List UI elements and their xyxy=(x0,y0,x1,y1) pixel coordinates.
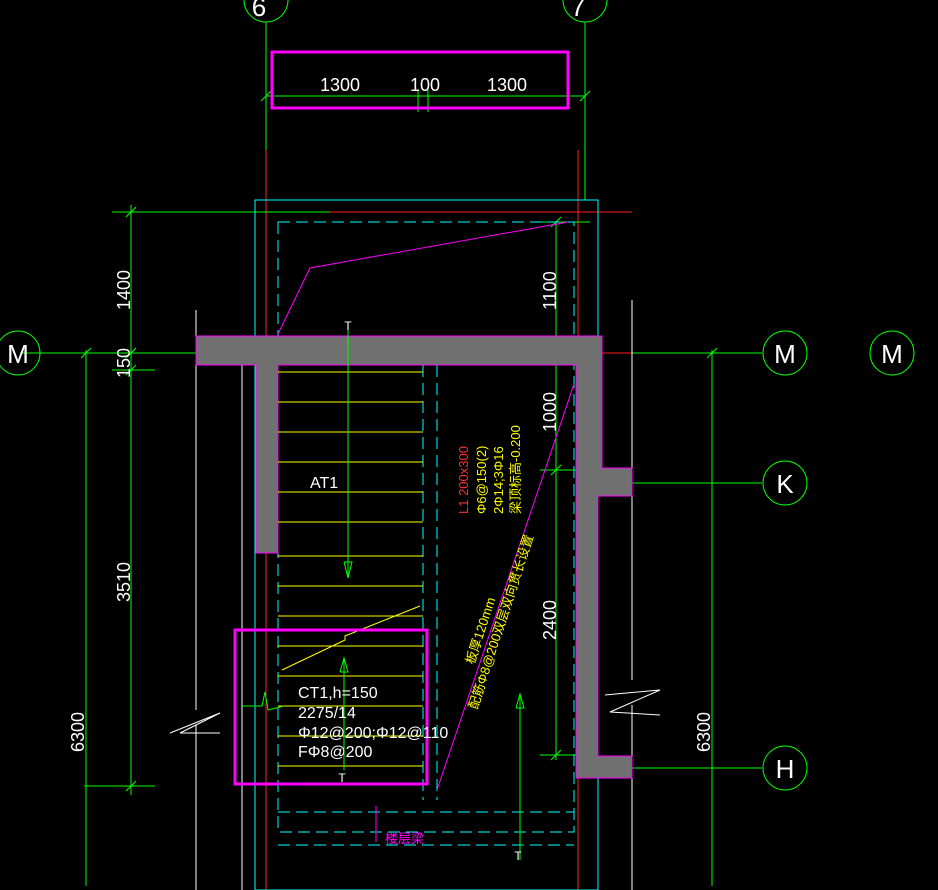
wall-outline xyxy=(195,335,633,779)
dimension-lines xyxy=(80,90,718,886)
axis-label-m-left: M xyxy=(7,339,29,369)
beam-annotation: L1 200x300 Φ6@150(2) 2Φ14;3Φ16 梁顶标高-0.20… xyxy=(456,425,523,514)
ct-spec-line3: Φ12@200;Φ12@110 xyxy=(298,725,448,742)
beam-spec-line4: 梁顶标高-0.200 xyxy=(508,425,523,514)
walls xyxy=(195,335,633,779)
stair-treads xyxy=(278,371,423,767)
beam-spec-line2: Φ6@150(2) xyxy=(474,446,489,514)
axis-bubble-m-right xyxy=(762,330,808,376)
dim-text-1400: 1400 xyxy=(114,270,134,310)
axis-label-7: 7 xyxy=(571,0,585,22)
dim-text-1000: 1000 xyxy=(540,392,560,432)
top-dimension-texts: 1300 100 1300 xyxy=(320,75,527,95)
right-dimension-texts: 1100 1000 2400 6300 xyxy=(540,271,714,752)
slab-diagonal xyxy=(436,383,575,791)
break-symbol-left xyxy=(169,712,221,734)
axis-label-m-far: M xyxy=(881,339,903,369)
left-dimension-texts: 1400 150 3510 6300 xyxy=(68,270,134,752)
stair-break-line xyxy=(281,605,421,671)
section-mark xyxy=(242,691,285,711)
axis-bubble-m-far xyxy=(869,330,915,376)
axis-bubble-k xyxy=(762,460,808,506)
axis-bubble-6 xyxy=(243,0,289,23)
stair-spec-highlight xyxy=(233,628,429,786)
up-marker-top: T xyxy=(344,319,352,333)
dim-text-1100: 1100 xyxy=(540,271,560,310)
up-marker-right: T xyxy=(514,849,522,863)
ct-spec-line4: FΦ8@200 xyxy=(298,744,372,761)
axis-label-6: 6 xyxy=(252,0,266,22)
axis-bubble-h xyxy=(762,745,808,791)
break-symbol-right xyxy=(604,689,661,716)
floor-beam-label: 楼层梁 xyxy=(385,831,424,846)
grid-extension-lines xyxy=(20,22,762,787)
beam-spec-line3: 2Φ14;3Φ16 xyxy=(491,446,506,514)
dim-text-2400: 2400 xyxy=(540,600,560,640)
axis-bubble-7 xyxy=(562,0,608,23)
beam-spec-line1: L1 200x300 xyxy=(456,446,471,514)
dim-text-100: 100 xyxy=(410,75,440,95)
axis-label-texts: 6 7 M M M K H xyxy=(7,0,903,784)
axis-label-h: H xyxy=(776,754,795,784)
stair-annotations: AT1 CT1,h=150 2275/14 Φ12@200;Φ12@110 FΦ… xyxy=(298,319,522,863)
dim-text-150: 150 xyxy=(114,348,134,378)
dim-text-1300-left: 1300 xyxy=(320,75,360,95)
slab-edge-top xyxy=(277,221,569,335)
dim-text-6300-right: 6300 xyxy=(694,712,714,752)
top-dimension-highlight xyxy=(270,50,570,110)
dim-text-3510: 3510 xyxy=(114,562,134,602)
slab-lines xyxy=(277,221,575,842)
ct-spec-line1: CT1,h=150 xyxy=(298,685,378,702)
axis-bubbles xyxy=(0,0,915,791)
highlight-boxes xyxy=(233,50,570,786)
dim-text-1300-right: 1300 xyxy=(487,75,527,95)
walking-arrows xyxy=(242,330,525,860)
axis-label-k: K xyxy=(776,469,794,499)
stair-label-at1: AT1 xyxy=(310,475,338,492)
ct-spec-line2: 2275/14 xyxy=(298,705,356,722)
axis-label-m-right: M xyxy=(774,339,796,369)
axis-bubble-m-left xyxy=(0,330,41,376)
inner-dashed-outline xyxy=(277,221,575,833)
up-marker-bottom: T xyxy=(338,771,346,785)
dim-text-6300-left: 6300 xyxy=(68,712,88,752)
